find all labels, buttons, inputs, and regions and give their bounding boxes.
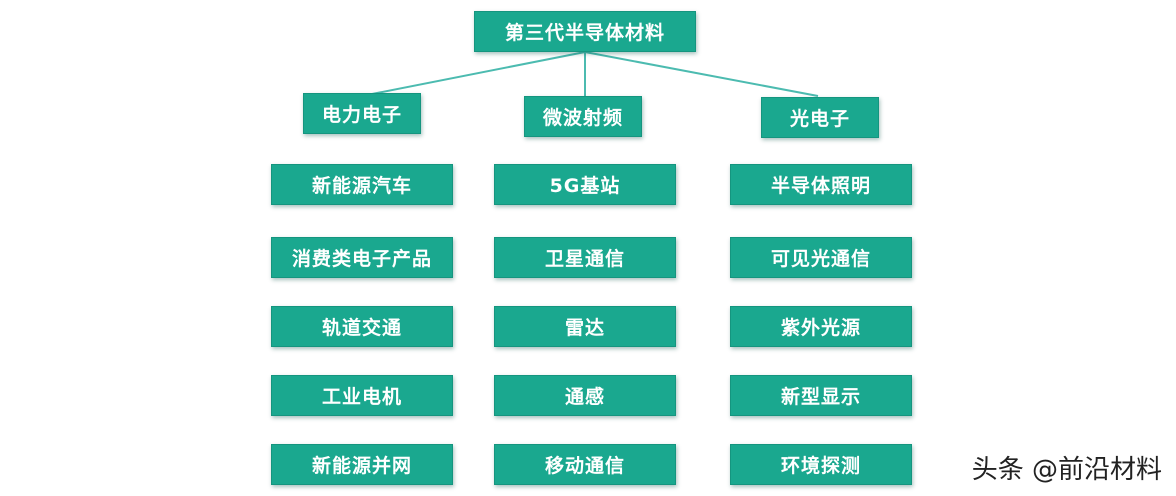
- leaf-node-optoelectronics-4: 新型显示: [730, 375, 912, 416]
- branch-node-microwave-rf: 微波射频: [524, 96, 642, 137]
- root-node: 第三代半导体材料: [474, 11, 696, 52]
- leaf-node-optoelectronics-3: 紫外光源: [730, 306, 912, 347]
- watermark: 头条 @前沿材料: [971, 455, 1162, 485]
- connector-root-to-optoelectronics: [584, 51, 819, 97]
- leaf-node-power-electronics-3: 轨道交通: [271, 306, 453, 347]
- leaf-node-power-electronics-4: 工业电机: [271, 375, 453, 416]
- leaf-node-power-electronics-2: 消费类电子产品: [271, 237, 453, 278]
- leaf-node-microwave-rf-5: 移动通信: [494, 444, 676, 485]
- leaf-node-microwave-rf-2: 卫星通信: [494, 237, 676, 278]
- leaf-node-optoelectronics-2: 可见光通信: [730, 237, 912, 278]
- leaf-node-microwave-rf-4: 通感: [494, 375, 676, 416]
- leaf-node-microwave-rf-3: 雷达: [494, 306, 676, 347]
- leaf-node-optoelectronics-1: 半导体照明: [730, 164, 912, 205]
- leaf-node-optoelectronics-5: 环境探测: [730, 444, 912, 485]
- connector-root-to-power-electronics: [361, 51, 586, 97]
- leaf-node-power-electronics-1: 新能源汽车: [271, 164, 453, 205]
- branch-node-power-electronics: 电力电子: [303, 93, 421, 134]
- leaf-node-microwave-rf-1: 5G基站: [494, 164, 676, 205]
- branch-node-optoelectronics: 光电子: [761, 97, 879, 138]
- leaf-node-power-electronics-5: 新能源并网: [271, 444, 453, 485]
